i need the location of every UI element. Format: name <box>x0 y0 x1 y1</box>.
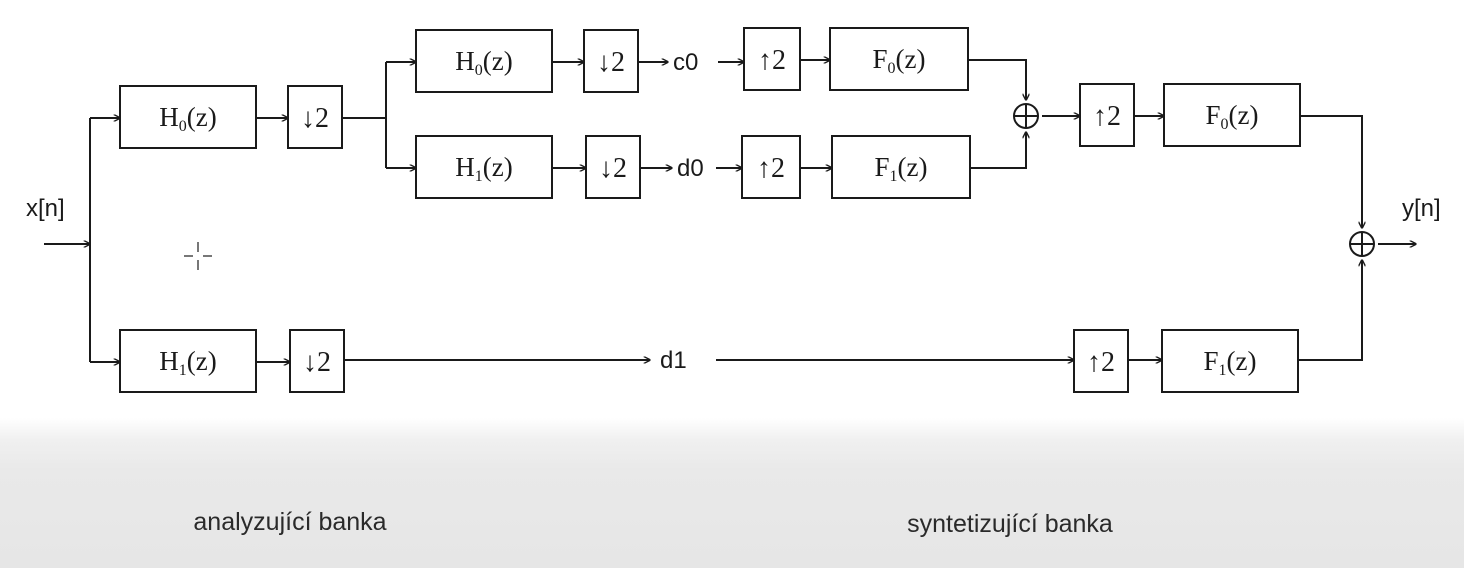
svg-text:↓2: ↓2 <box>597 47 625 78</box>
analysis-h0-block: H0(z) <box>119 85 257 149</box>
synthesis-f1-block: F1(z) <box>1161 329 1299 393</box>
synthesis2-f1-block: F1(z) <box>831 135 971 199</box>
input-signal-label: x[n] <box>26 195 65 222</box>
analysis-h0-label: H0(z) <box>159 102 216 135</box>
downsampler-a-h1: ↓2 <box>289 329 345 393</box>
upsampler-d0: ↑2 <box>741 135 801 199</box>
d1-signal-label: d1 <box>660 347 687 374</box>
upsampler-d1: ↑2 <box>1073 329 1129 393</box>
analysis-bank-label: analyzující banka <box>193 508 386 536</box>
output-signal-label: y[n] <box>1402 195 1441 222</box>
crosshair-cursor-icon <box>184 242 212 270</box>
downsampler-a-h0: ↓2 <box>287 85 343 149</box>
wires <box>44 60 1416 362</box>
synthesis2-f0-label: F0(z) <box>873 44 926 77</box>
synthesis-f1-label: F1(z) <box>1204 346 1257 379</box>
d0-signal-label: d0 <box>677 155 704 182</box>
c0-signal-label: c0 <box>673 49 698 76</box>
analysis2-h1-block: H1(z) <box>415 135 553 199</box>
wire-s2-f0-to-sum <box>968 59 1026 100</box>
svg-text:↑2: ↑2 <box>758 45 786 76</box>
upsampler-stage2-sum: ↑2 <box>1079 83 1135 147</box>
synthesis-f0-block: F0(z) <box>1163 83 1301 147</box>
synthesis-f0-label: F0(z) <box>1206 100 1259 133</box>
wire-s-f1-to-sum <box>1298 260 1362 361</box>
svg-text:↓2: ↓2 <box>303 347 331 378</box>
synthesis2-f1-label: F1(z) <box>875 152 928 185</box>
analysis-h1-block: H1(z) <box>119 329 257 393</box>
wire-s-f0-to-sum <box>1300 115 1362 228</box>
svg-text:↑2: ↑2 <box>1087 347 1115 378</box>
wire-s2-f1-to-sum <box>970 132 1026 169</box>
downsampler-a2-h0: ↓2 <box>583 29 639 93</box>
analysis-h1-label: H1(z) <box>159 346 216 379</box>
svg-text:↑2: ↑2 <box>1093 101 1121 132</box>
svg-text:↓2: ↓2 <box>301 103 329 134</box>
synthesis2-f0-block: F0(z) <box>829 27 969 91</box>
synthesis-bank-label: syntetizující banka <box>907 510 1113 538</box>
analysis2-h0-label: H0(z) <box>455 46 512 79</box>
downsampler-a2-h1: ↓2 <box>585 135 641 199</box>
analysis2-h0-block: H0(z) <box>415 29 553 93</box>
summer-output <box>1349 231 1375 257</box>
upsampler-c0: ↑2 <box>743 27 801 91</box>
summer-stage2 <box>1013 103 1039 129</box>
analysis2-h1-label: H1(z) <box>455 152 512 185</box>
svg-text:↓2: ↓2 <box>599 153 627 184</box>
svg-text:↑2: ↑2 <box>757 153 785 184</box>
